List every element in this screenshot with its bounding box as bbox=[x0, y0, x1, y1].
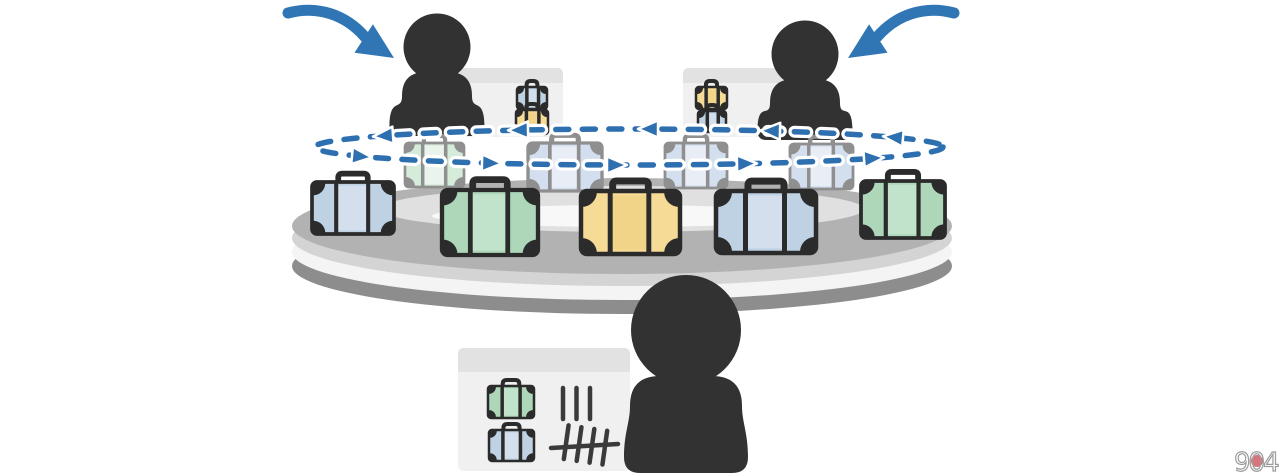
person-body bbox=[624, 376, 748, 473]
tally-marks-3 bbox=[560, 385, 593, 422]
incoming-arrow-left bbox=[282, 4, 394, 58]
logo-904: 904 bbox=[1233, 447, 1280, 476]
flow-arrow bbox=[371, 125, 395, 145]
panel-icon-suitcase-blue bbox=[515, 79, 549, 111]
flow-arrow bbox=[758, 121, 782, 141]
person-head bbox=[403, 13, 471, 81]
suitcase-handle bbox=[335, 170, 371, 184]
suitcase-handle bbox=[500, 378, 522, 388]
panel-header bbox=[683, 68, 783, 83]
person-head bbox=[631, 275, 741, 385]
flow-arrow bbox=[881, 128, 905, 148]
belt-suitcase-front-blue bbox=[310, 170, 396, 236]
suitcase-handle bbox=[609, 177, 652, 193]
suitcase-handle bbox=[524, 102, 540, 112]
logo-text: 904 bbox=[1234, 448, 1279, 476]
belt-suitcase-front-green bbox=[859, 168, 947, 240]
flow-arrow bbox=[636, 119, 660, 139]
suitcase-handle bbox=[884, 168, 922, 183]
suitcase-handle bbox=[501, 422, 522, 432]
tally-icon-suitcase-blue bbox=[487, 422, 536, 463]
tally-icon-suitcase-green bbox=[486, 378, 536, 420]
flow-loop-dashes bbox=[312, 126, 946, 168]
passenger-left bbox=[389, 13, 485, 136]
suitcase-handle bbox=[704, 103, 720, 113]
person-head bbox=[771, 20, 839, 88]
incoming-arrow-right bbox=[848, 4, 960, 58]
flow-arrow bbox=[349, 145, 374, 166]
tally-marks-5 bbox=[548, 423, 621, 467]
belt-suitcase-front-green bbox=[439, 176, 541, 258]
flow-arrow bbox=[862, 149, 886, 169]
suitcase-handle bbox=[682, 133, 710, 145]
logo-dot bbox=[1251, 455, 1263, 467]
belt-suitcase-front-yellow bbox=[578, 177, 683, 257]
flow-arrow bbox=[605, 155, 629, 175]
belt-suitcase-front-blue bbox=[713, 177, 819, 256]
flow-loop bbox=[309, 119, 949, 175]
suitcase-handle bbox=[524, 79, 540, 89]
suitcase-handle bbox=[703, 79, 720, 89]
person-body bbox=[389, 72, 485, 136]
flow-arrow bbox=[735, 154, 759, 174]
suitcase-handle bbox=[744, 177, 788, 193]
suitcase-handle bbox=[469, 176, 511, 192]
observer-bottom bbox=[624, 275, 748, 473]
panel-header bbox=[458, 348, 630, 372]
flow-arrow bbox=[480, 153, 504, 173]
flow-arrow bbox=[506, 120, 530, 140]
panel-icon-suitcase-yellow bbox=[694, 79, 729, 111]
